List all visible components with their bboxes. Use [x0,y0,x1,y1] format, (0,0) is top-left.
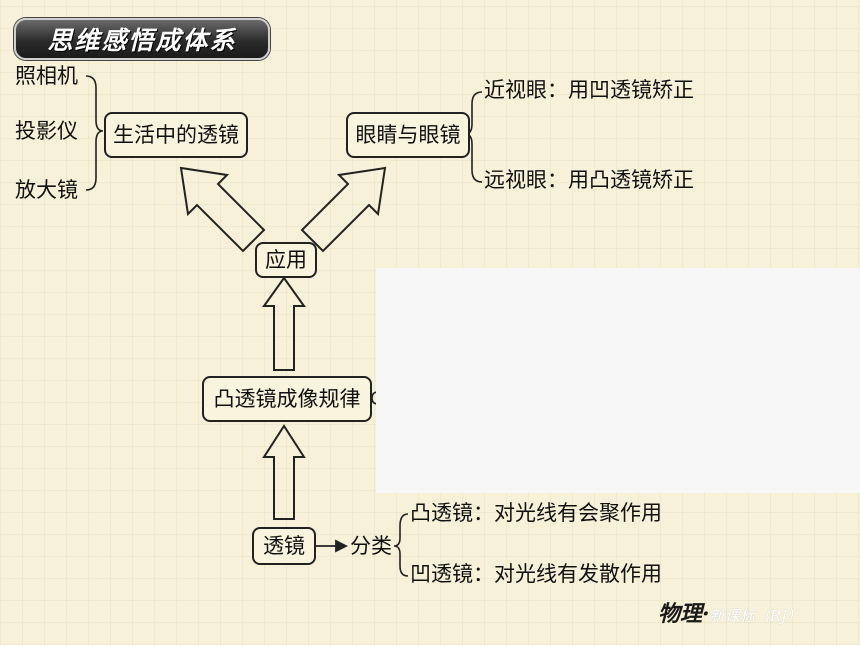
left-item-camera: 照相机 [15,64,78,88]
arrow-up-to-imaging-rule [262,424,306,520]
classify-brace [393,513,409,577]
box-imaging-rule: 凸透镜成像规律 [202,376,372,422]
box-life-lens: 生活中的透镜 [104,112,248,158]
footer-subject: 物理· [658,601,710,627]
arrow-to-eye-glasses [300,166,387,253]
arrow-to-life-lens [179,166,266,253]
arrow-to-classify-head [335,539,349,553]
arrow-up-to-application [262,276,306,371]
box-application: 应用 [255,242,317,278]
classify-item-convex: 凸透镜：对光线有会聚作用 [410,501,662,525]
left-item-projector: 投影仪 [15,119,78,143]
rule-brace-tip [371,391,379,405]
eye-item-hyperopia: 远视眼：用凸透镜矫正 [484,168,694,192]
box-eye-glasses: 眼睛与眼镜 [346,112,470,158]
section-banner: 思维感悟成体系 [14,18,270,60]
classify-label: 分类 [350,534,392,558]
left-item-magnifier: 放大镜 [15,178,78,202]
footer-label: 物理·新课标（RJ） [658,596,802,628]
eye-item-myopia: 近视眼：用凹透镜矫正 [484,78,694,102]
box-lens: 透镜 [252,527,316,565]
blank-overlay-panel [376,268,860,493]
banner-title: 思维感悟成体系 [47,26,237,55]
footer-edition: 新课标（RJ） [709,607,802,625]
left-brace [85,75,104,191]
classify-item-concave: 凹透镜：对光线有发散作用 [410,562,662,586]
